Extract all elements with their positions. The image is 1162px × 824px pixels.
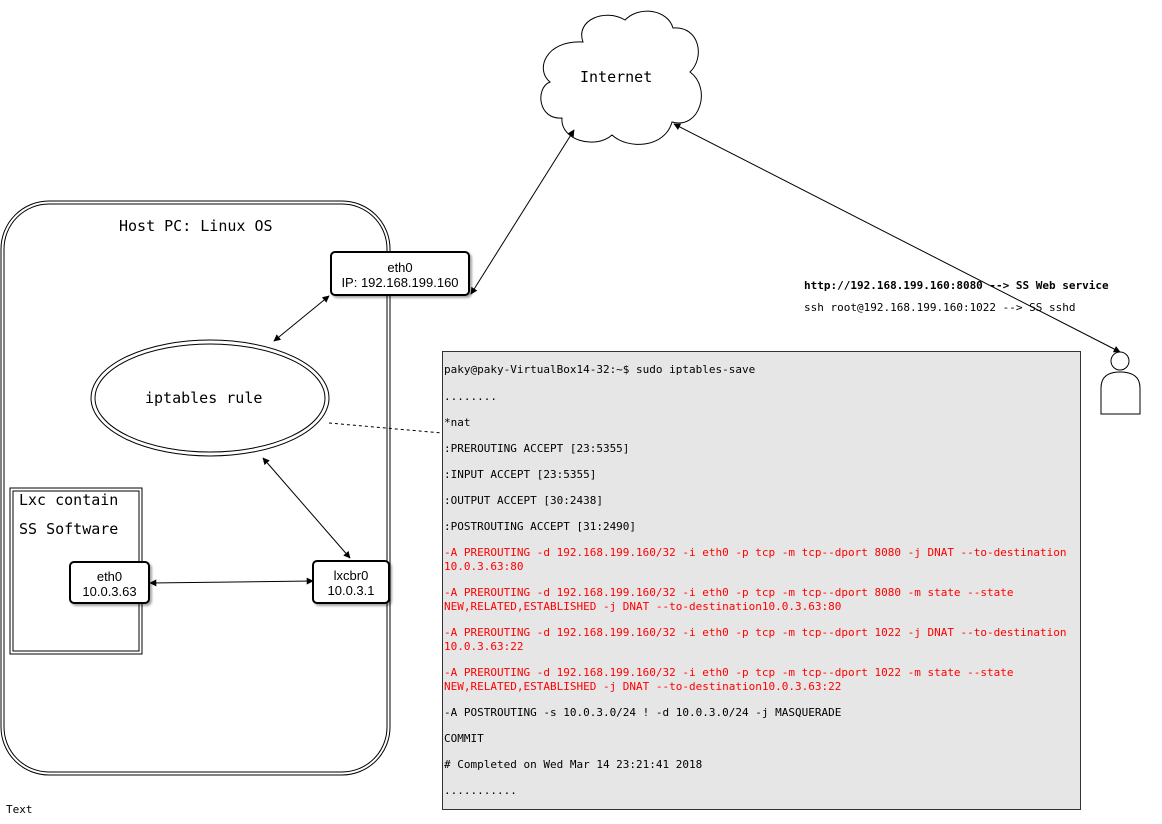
connector-eth0-iptables [273,295,330,342]
terminal-line: :POSTROUTING ACCEPT [31:2490] [444,520,637,533]
host-pc-title: Host PC: Linux OS [119,217,273,235]
terminal-line: paky@paky-VirtualBox14-32:~$ sudo iptabl… [444,363,756,376]
user-icon [1100,351,1141,415]
lxc-eth0-name: eth0 [96,569,123,584]
lxcbr0-node[interactable]: lxcbr0 10.0.3.1 [312,560,390,604]
terminal-line: -A POSTROUTING -s 10.0.3.0/24 ! -d 10.0.… [444,706,842,719]
terminal-line-rule: -A PREROUTING -d 192.168.199.160/32 -i e… [444,666,1021,693]
lxc-title-line1: Lxc contain [19,491,119,509]
terminal-line: # Completed on Wed Mar 14 23:21:41 2018 [444,758,703,771]
internet-label: Internet [580,68,653,86]
dashed-link-iptables-terminal [328,422,443,434]
host-pc-outer-border [0,200,391,776]
host-eth0-ip: IP: 192.168.199.160 [341,275,459,290]
terminal-line: *nat [444,416,471,429]
lxcbr0-name: lxcbr0 [333,568,369,583]
lxc-title-line2: SS Software [19,520,119,538]
internet-cloud-shape [540,10,702,145]
terminal-line: ........... [444,784,517,797]
terminal-line: :OUTPUT ACCEPT [30:2438] [444,494,603,507]
terminal-line: COMMIT [444,732,484,745]
connector-eth0lxc-lxcbr0 [149,577,314,587]
host-eth0-name: eth0 [387,260,413,275]
host-eth0-node[interactable]: eth0 IP: 192.168.199.160 [330,251,470,296]
iptables-ellipse-outer [90,339,330,457]
lxcbr0-ip: 10.0.3.1 [327,583,375,598]
terminal-line: ........ [444,390,497,403]
terminal-line-rule: -A PREROUTING -d 192.168.199.160/32 -i e… [444,626,1074,653]
host-pc-inner-border [3,203,388,773]
terminal-line: :INPUT ACCEPT [23:5355] [444,468,597,481]
connector-iptables-lxcbr0 [262,457,351,559]
iptables-save-terminal: paky@paky-VirtualBox14-32:~$ sudo iptabl… [442,351,1081,810]
terminal-line: :PREROUTING ACCEPT [23:5355] [444,442,630,455]
iptables-label: iptables rule [145,389,263,407]
lxc-eth0-ip: 10.0.3.63 [82,584,137,599]
connector-user-internet [673,123,1121,353]
lxc-eth0-node[interactable]: eth0 10.0.3.63 [69,561,150,604]
connector-eth0-internet [470,129,575,295]
terminal-line-rule: -A PREROUTING -d 192.168.199.160/32 -i e… [444,586,1021,613]
ssh-access-note: ssh root@192.168.199.160:1022 --> SS ssh… [804,301,1076,314]
footer-text: Text [6,803,33,816]
terminal-line-rule: -A PREROUTING -d 192.168.199.160/32 -i e… [444,546,1074,573]
web-access-note: http://192.168.199.160:8080 --> SS Web s… [804,279,1109,292]
iptables-ellipse-inner [94,343,326,453]
